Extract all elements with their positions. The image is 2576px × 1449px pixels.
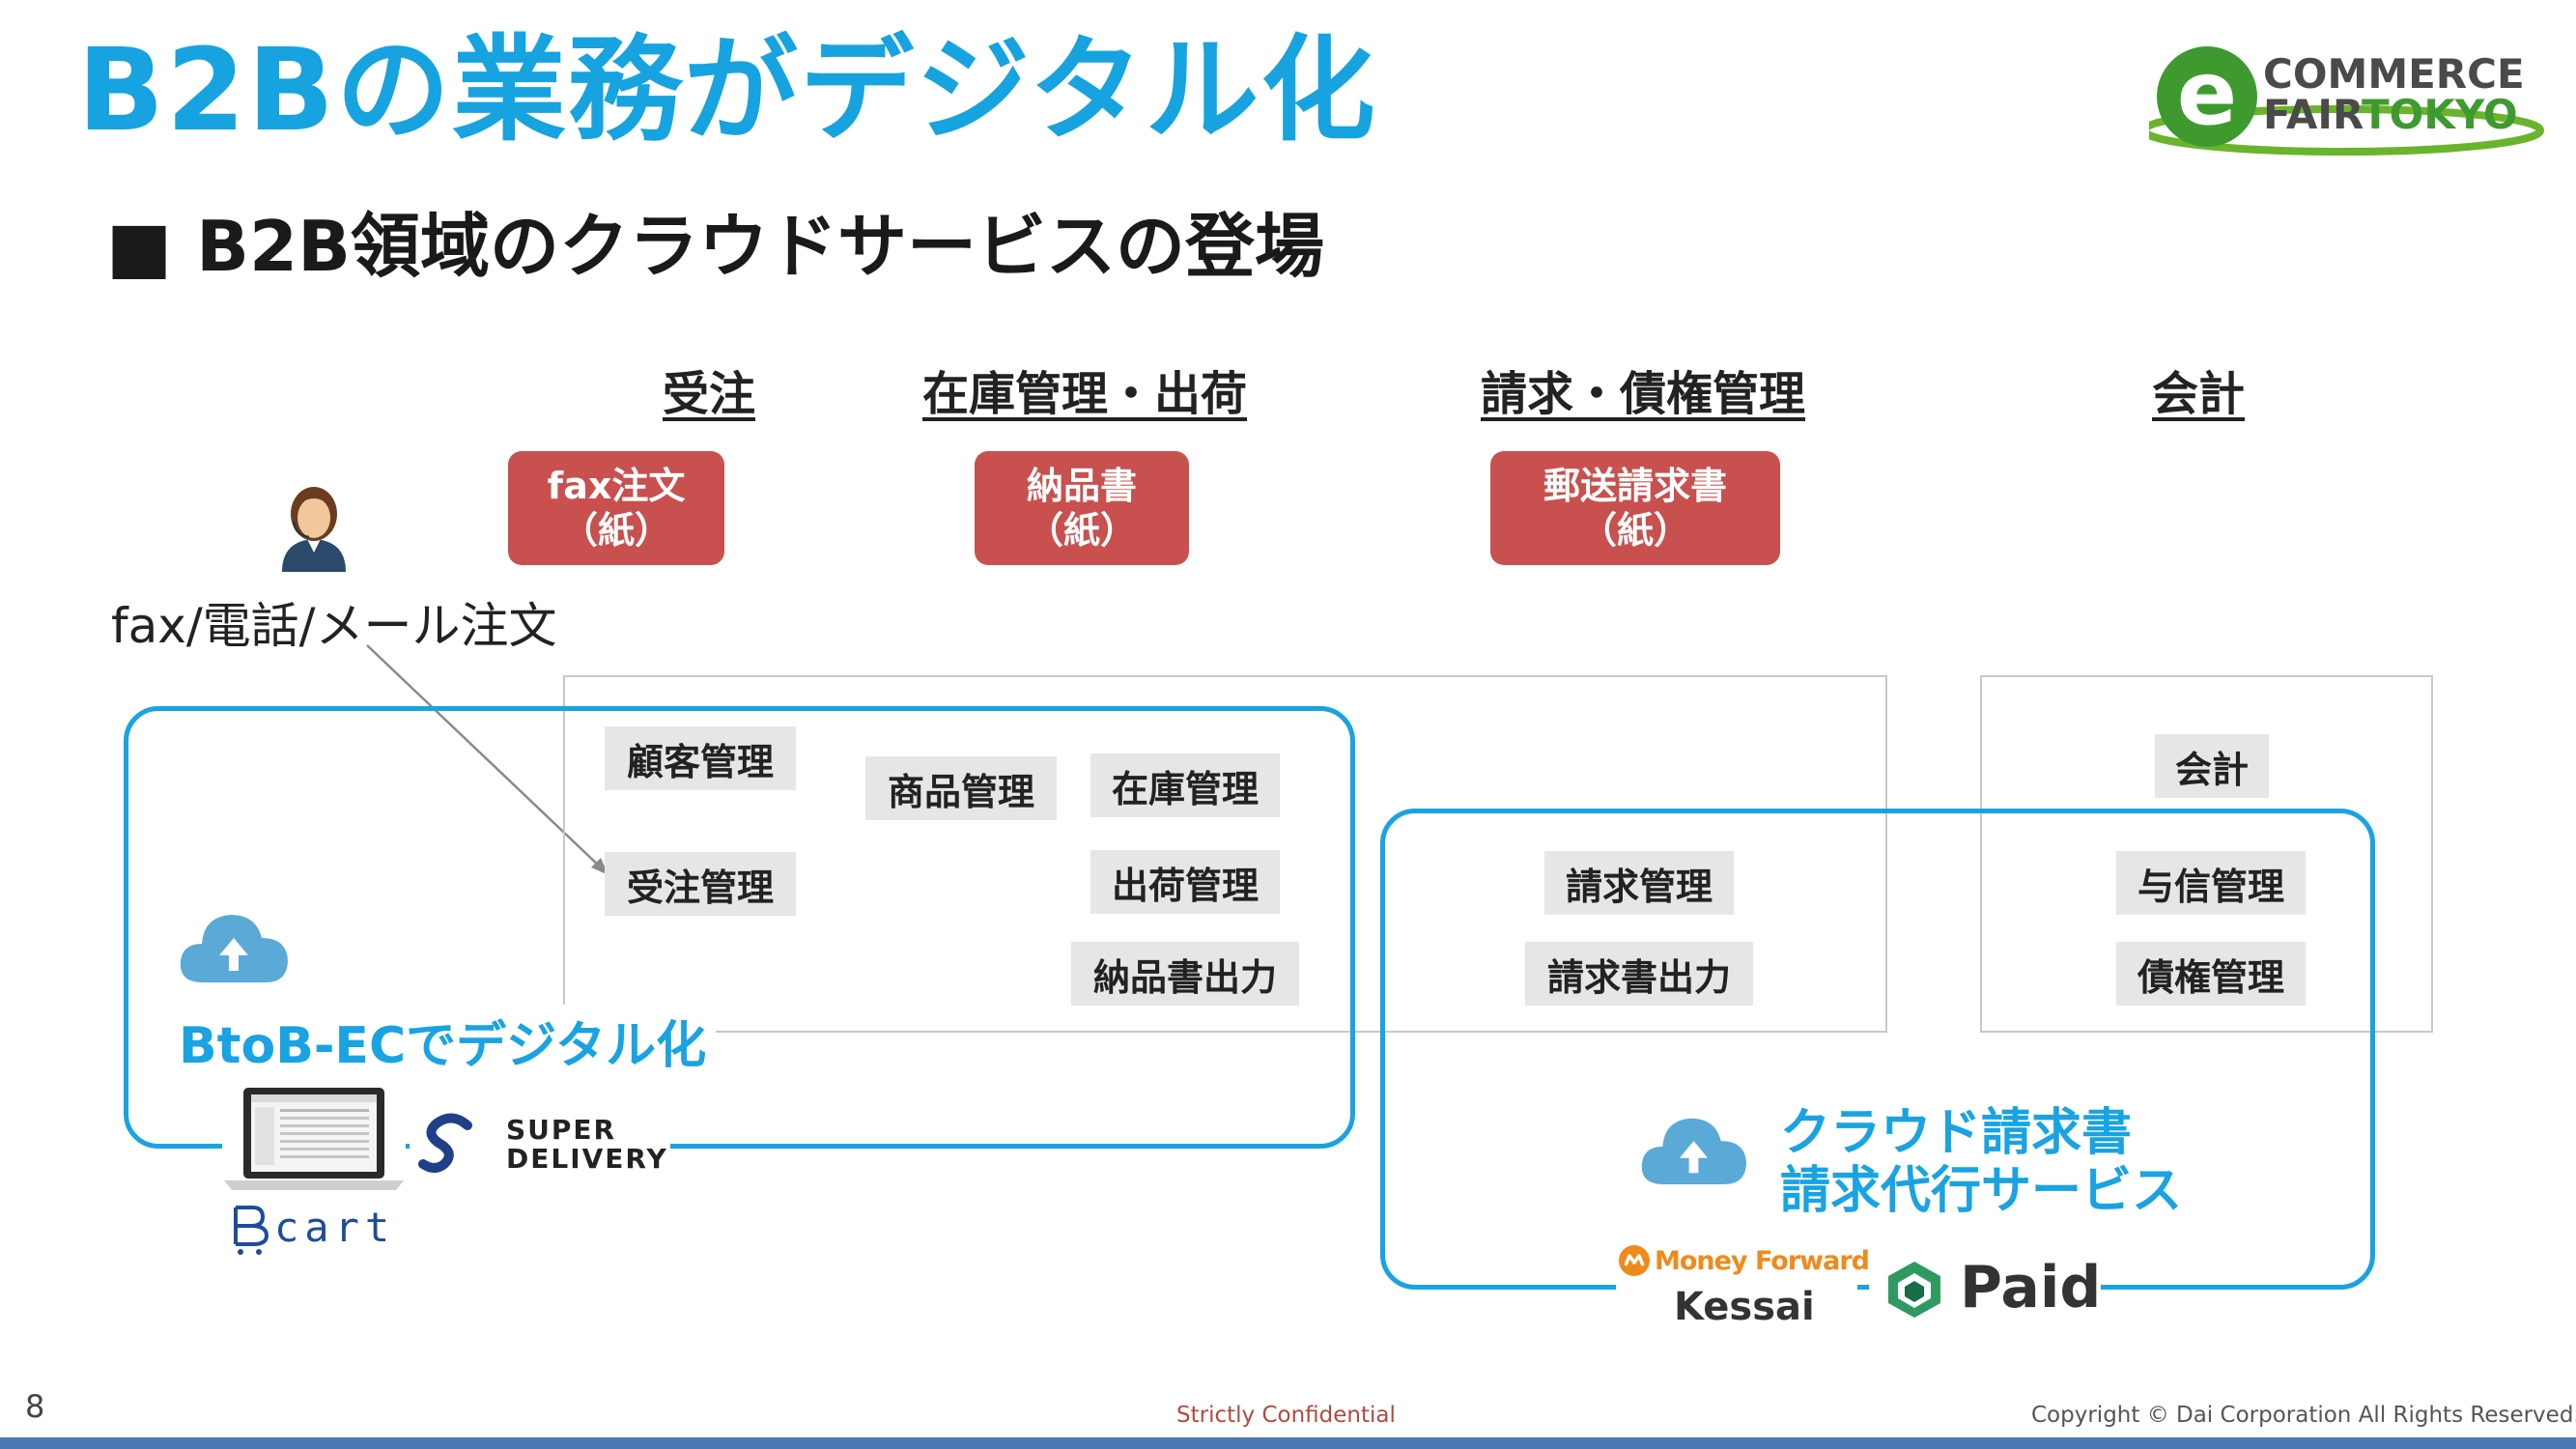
process-frame-accounting <box>1980 675 2433 1033</box>
paper-mail-invoice: 郵送請求書 （紙） <box>1490 451 1780 565</box>
paid-wordmark: Paid <box>1960 1254 2102 1321</box>
bcart-wordmark: cart <box>274 1204 396 1251</box>
kessai-wordmark: Kessai <box>1674 1285 1815 1329</box>
super-delivery-logo: SUPER DELIVERY <box>410 1110 670 1178</box>
btob-ec-label: BtoB-ECでデジタル化 <box>179 1005 717 1077</box>
order-channel-label: fax/電話/メール注文 <box>111 598 557 654</box>
column-order: 受注 <box>663 367 756 421</box>
paper-fax-order-line1: fax注文 <box>547 465 686 507</box>
task-product-management: 商品管理 <box>865 756 1057 820</box>
super-delivery-line2: DELIVERY <box>506 1143 668 1175</box>
logo-line2a: FAIR <box>2263 91 2364 138</box>
cloud-upload-icon <box>1641 1118 1747 1184</box>
money-forward-mark-icon <box>1619 1245 1650 1276</box>
paid-logo: Paid <box>1869 1254 2101 1323</box>
cloud-upload-icon <box>180 915 288 982</box>
task-delivery-note-output: 納品書出力 <box>1071 942 1299 1006</box>
paper-delivery-note-line2: （紙） <box>1026 509 1137 552</box>
column-billing: 請求・債権管理 <box>1481 367 1806 421</box>
commerce-fair-logo: e COMMERCE FAIR TOKYO <box>2149 39 2545 159</box>
slide-subtitle: ■ B2B領域のクラウドサービスの登場 <box>106 206 1324 287</box>
confidential-label: Strictly Confidential <box>1176 1403 1396 1428</box>
bottom-bar <box>0 1437 2576 1449</box>
money-forward-wordmark: Money Forward <box>1655 1246 1870 1276</box>
paper-delivery-note-line1: 納品書 <box>1026 465 1137 507</box>
page-number: 8 <box>25 1388 45 1425</box>
logo-line2b: TOKYO <box>2362 91 2518 138</box>
paid-mark-icon <box>1888 1262 1940 1318</box>
task-accounting: 会計 <box>2155 734 2269 798</box>
process-frame-main <box>563 675 1887 1033</box>
task-order-management: 受注管理 <box>605 852 796 916</box>
svg-text:e: e <box>2177 42 2237 145</box>
column-accounting: 会計 <box>2152 367 2246 421</box>
logo-line1: COMMERCE <box>2263 50 2525 98</box>
task-inventory-management: 在庫管理 <box>1090 753 1280 817</box>
money-forward-logo: Money Forward Kessai <box>1616 1240 1870 1333</box>
super-delivery-mark-icon <box>418 1113 472 1173</box>
slide-title: B2Bの業務がデジタル化 <box>77 23 1377 156</box>
task-shipping-management: 出荷管理 <box>1090 850 1280 914</box>
task-billing-management: 請求管理 <box>1544 851 1734 915</box>
laptop-icon <box>222 1084 406 1195</box>
logo-mark-icon: e <box>2149 42 2544 156</box>
person-icon <box>282 487 346 572</box>
column-inventory-shipping: 在庫管理・出荷 <box>922 367 1248 421</box>
paper-mail-invoice-line1: 郵送請求書 <box>1543 465 1727 507</box>
paper-mail-invoice-line2: （紙） <box>1579 509 1690 552</box>
bcart-logo: cart <box>232 1202 396 1258</box>
cloud-invoice-line2: 請求代行サービス <box>1780 1162 2183 1220</box>
cloud-invoice-line1: クラウド請求書 <box>1780 1104 2133 1162</box>
paper-fax-order: fax注文 （紙） <box>508 451 724 565</box>
task-customer-management: 顧客管理 <box>605 726 796 790</box>
copyright-label: Copyright © Dai Corporation All Rights R… <box>2031 1403 2576 1428</box>
paper-delivery-note: 納品書 （紙） <box>975 451 1189 565</box>
bcart-mark-icon <box>234 1206 269 1255</box>
task-receivable-management: 債権管理 <box>2116 942 2306 1006</box>
task-invoice-output: 請求書出力 <box>1525 942 1753 1006</box>
super-delivery-line1: SUPER <box>506 1114 617 1146</box>
task-credit-management: 与信管理 <box>2116 851 2306 915</box>
paper-fax-order-line2: （紙） <box>560 509 671 552</box>
btob-ec-frame <box>124 706 1355 1149</box>
